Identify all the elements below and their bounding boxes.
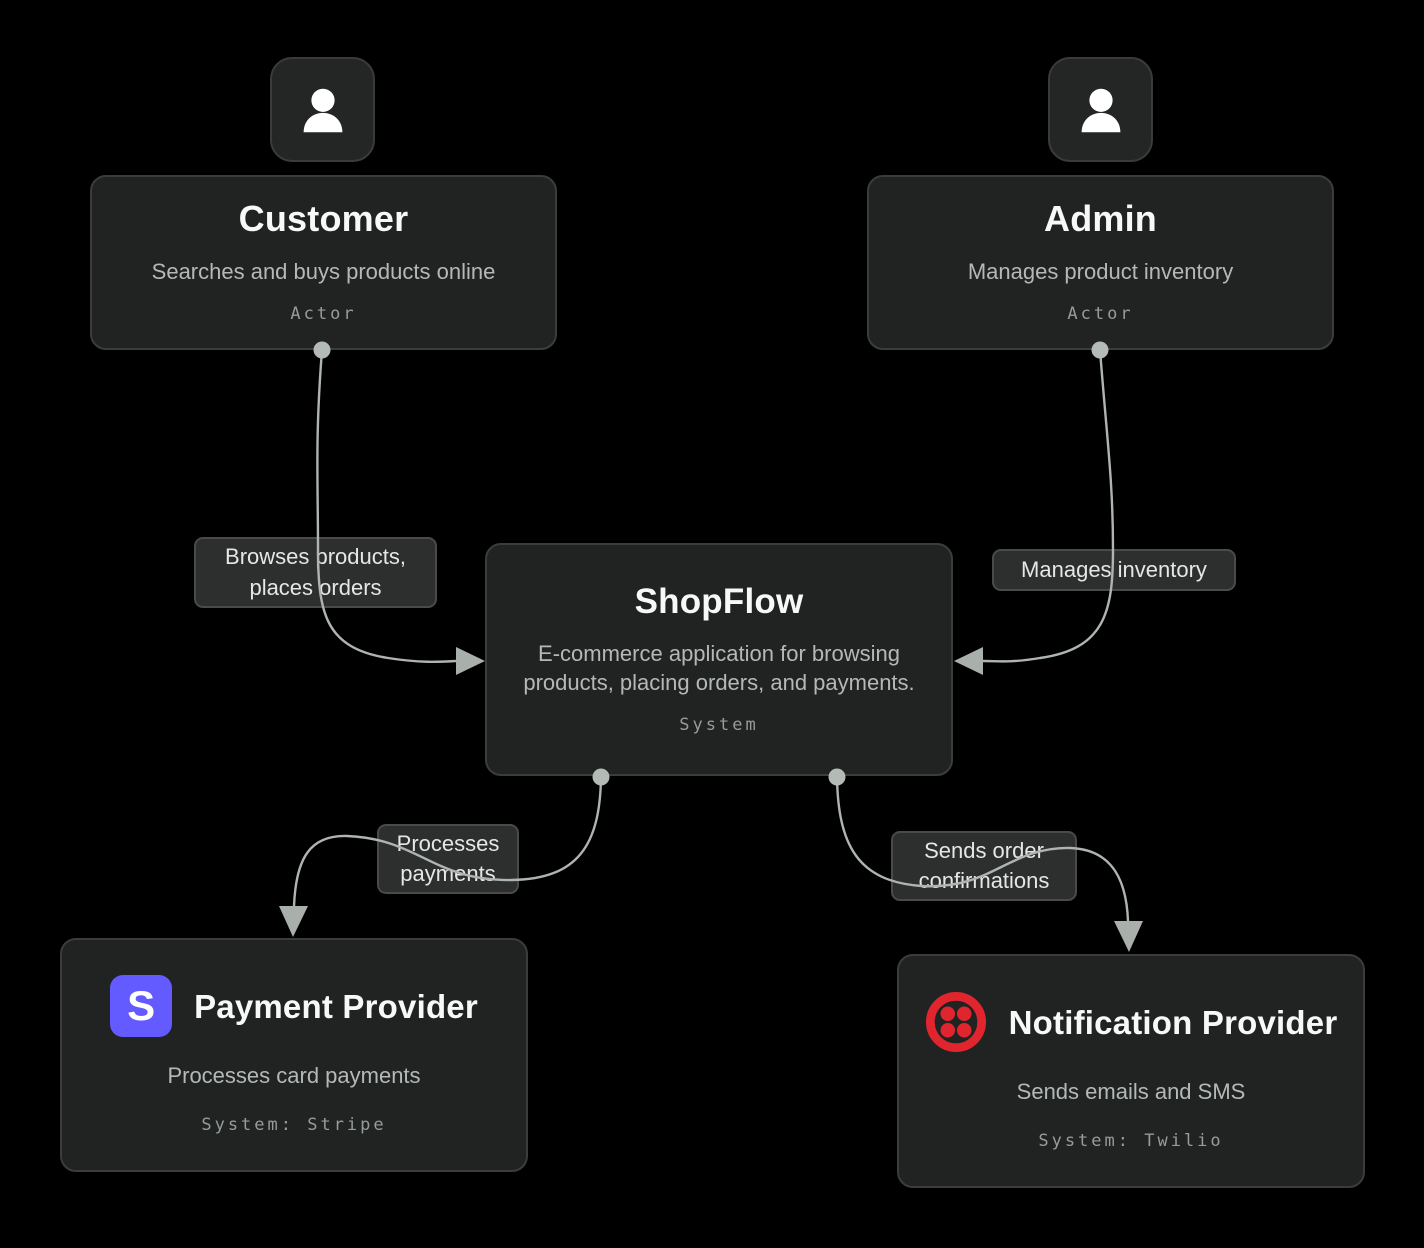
edge-label-line: confirmations: [918, 868, 1050, 893]
edge-label-line: Sends order: [924, 837, 1044, 863]
edge-label-browses-products[interactable]: Browses products, places orders: [194, 537, 437, 608]
edge-label-manages-inventory[interactable]: Manages inventory: [992, 549, 1236, 591]
connection-dot-customer[interactable]: [313, 341, 331, 359]
stripe-icon: S: [110, 975, 173, 1038]
customer-tag: Actor: [290, 304, 357, 325]
node-customer[interactable]: Customer Searches and buys products onli…: [90, 175, 557, 350]
person-icon: [1048, 57, 1153, 162]
node-admin[interactable]: Admin Manages product inventory Actor: [867, 175, 1334, 350]
payment-provider-tag: System: Stripe: [201, 1114, 387, 1135]
shopflow-title: ShopFlow: [634, 581, 804, 621]
edge-label-processes-payments[interactable]: Processes payments: [377, 824, 519, 894]
shopflow-description: E-commerce application for browsing prod…: [523, 640, 915, 695]
arrowhead-customer-shopflow: [456, 647, 485, 675]
connection-dot-shopflow-left[interactable]: [592, 768, 610, 786]
person-icon-glyph: [1081, 88, 1120, 132]
notification-provider-title: Notification Provider: [1008, 1003, 1338, 1041]
node-notification-provider[interactable]: Notification Provider Sends emails and S…: [897, 954, 1365, 1188]
payment-provider-title: Payment Provider: [194, 987, 478, 1025]
connection-dot-shopflow-right[interactable]: [828, 768, 846, 786]
edge-label-line: Browses products,: [225, 544, 406, 570]
node-payment-provider[interactable]: S Payment Provider Processes card paymen…: [60, 938, 528, 1172]
payment-provider-header: S Payment Provider: [110, 975, 478, 1038]
person-icon: [270, 57, 375, 162]
person-icon-glyph: [303, 88, 342, 132]
connection-dot-admin[interactable]: [1091, 341, 1109, 359]
edge-label-line: payments: [400, 861, 496, 886]
admin-title: Admin: [1044, 197, 1157, 239]
node-shopflow[interactable]: ShopFlow E-commerce application for brow…: [485, 543, 953, 776]
twilio-icon-glyph: [925, 992, 986, 1053]
notification-provider-tag: System: Twilio: [1038, 1130, 1224, 1151]
edge-customer-shopflow: [316, 349, 457, 664]
admin-description: Manages product inventory: [967, 258, 1234, 284]
arrowhead-shopflow-notification: [1114, 921, 1143, 952]
arrowhead-shopflow-payment: [279, 906, 308, 937]
payment-provider-description: Processes card payments: [167, 1063, 421, 1089]
customer-description: Searches and buys products online: [151, 258, 496, 284]
arrowhead-admin-shopflow: [954, 647, 983, 675]
edge-label-line: Manages inventory: [1021, 556, 1207, 582]
twilio-icon: [925, 991, 987, 1053]
customer-title: Customer: [238, 197, 409, 239]
edge-label-line: Processes: [396, 830, 500, 856]
edge-label-line: places orders: [249, 574, 382, 600]
notification-provider-description: Sends emails and SMS: [1016, 1079, 1246, 1105]
edge-admin-shopflow: [982, 349, 1115, 663]
stripe-icon-letter: S: [127, 982, 156, 1030]
edge-label-sends-confirmations[interactable]: Sends order confirmations: [891, 831, 1077, 901]
notification-provider-header: Notification Provider: [925, 991, 1338, 1053]
admin-tag: Actor: [1067, 304, 1134, 325]
shopflow-tag: System: [679, 715, 759, 736]
